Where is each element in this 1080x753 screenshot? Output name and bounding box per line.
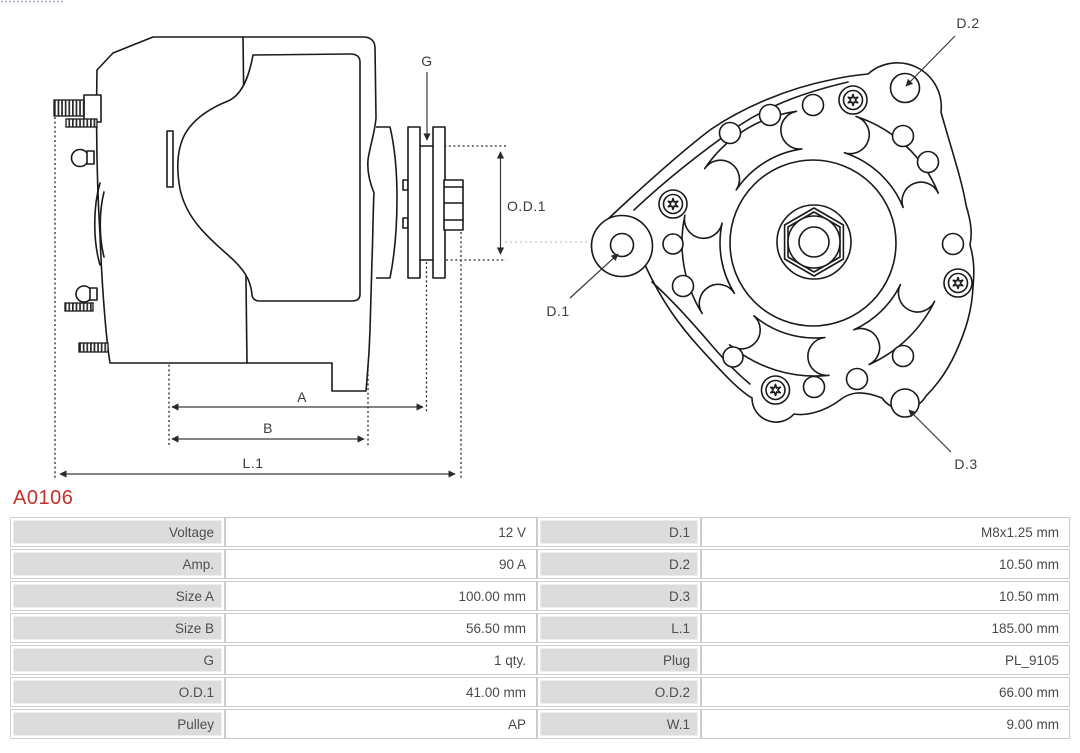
torx-screw — [658, 189, 688, 219]
torx-screw — [838, 85, 868, 115]
threaded-stud — [53, 99, 85, 117]
bolt-stem — [89, 287, 98, 301]
torx-screw — [943, 268, 973, 298]
spec-value-cell: 100.00 mm — [225, 581, 537, 611]
spec-label-cell: Voltage — [10, 517, 225, 547]
rear-lug — [166, 130, 174, 188]
rotor-contour — [176, 53, 361, 302]
threaded-stud — [64, 302, 94, 312]
spec-label-cell: Plug — [537, 645, 701, 675]
stud-bracket — [83, 94, 102, 123]
spec-value-cell: 90 A — [225, 549, 537, 579]
mount-hole-d3 — [890, 388, 920, 418]
spec-label-cell: Amp. — [10, 549, 225, 579]
shaft-nut — [443, 179, 464, 231]
spec-label-cell: W.1 — [537, 709, 701, 739]
spec-value-cell: 9.00 mm — [701, 709, 1070, 739]
side-view-drawing: G O.D.1 A B L.1 — [53, 36, 590, 478]
spec-value-cell: 12 V — [225, 517, 537, 547]
spec-value-cell: M8x1.25 mm — [701, 517, 1070, 547]
spec-value-cell: 185.00 mm — [701, 613, 1070, 643]
threaded-stud — [65, 118, 98, 128]
dim-label-b: B — [263, 420, 273, 436]
front-hub — [376, 126, 398, 279]
dim-label-d3: D.3 — [954, 456, 977, 472]
spec-label-cell: G — [10, 645, 225, 675]
housing-holes — [662, 93, 965, 399]
pulley — [407, 126, 446, 279]
spec-label-cell: Pulley — [10, 709, 225, 739]
mount-ear-d1 — [590, 214, 654, 278]
rear-view-drawing: D.2 D.1 D.3 — [546, 15, 979, 472]
spec-label-cell: L.1 — [537, 613, 701, 643]
dim-label-l1: L.1 — [243, 455, 264, 471]
dim-label-g: G — [421, 53, 432, 69]
spec-label-cell: D.2 — [537, 549, 701, 579]
dim-label-d1: D.1 — [546, 303, 569, 319]
spec-label-cell: D.1 — [537, 517, 701, 547]
bolt-stem — [86, 150, 95, 165]
spec-value-cell: PL_9105 — [701, 645, 1070, 675]
dim-label-od1: O.D.1 — [507, 198, 546, 214]
mount-hole-d2 — [889, 72, 921, 104]
bolt-head — [70, 148, 90, 168]
threaded-stud — [78, 342, 109, 353]
dim-label-d2: D.2 — [956, 15, 979, 31]
dim-label-a: A — [297, 389, 307, 405]
spec-label-cell: O.D.1 — [10, 677, 225, 707]
spec-value-cell: AP — [225, 709, 537, 739]
spec-value-cell: 41.00 mm — [225, 677, 537, 707]
spec-value-cell: 56.50 mm — [225, 613, 537, 643]
spec-label-cell: Size A — [10, 581, 225, 611]
shaft-hub — [729, 159, 897, 327]
spec-label-cell: O.D.2 — [537, 677, 701, 707]
spec-value-cell: 66.00 mm — [701, 677, 1070, 707]
spec-value-cell: 10.50 mm — [701, 549, 1070, 579]
spec-value-cell: 10.50 mm — [701, 581, 1070, 611]
vent-slots — [681, 110, 940, 377]
part-number: A0106 — [13, 487, 74, 509]
torx-screw — [760, 375, 791, 405]
spec-value-cell: 1 qty. — [225, 645, 537, 675]
spec-label-cell: D.3 — [537, 581, 701, 611]
spec-label-cell: Size B — [10, 613, 225, 643]
technical-drawing: G O.D.1 A B L.1 — [1, 0, 979, 478]
